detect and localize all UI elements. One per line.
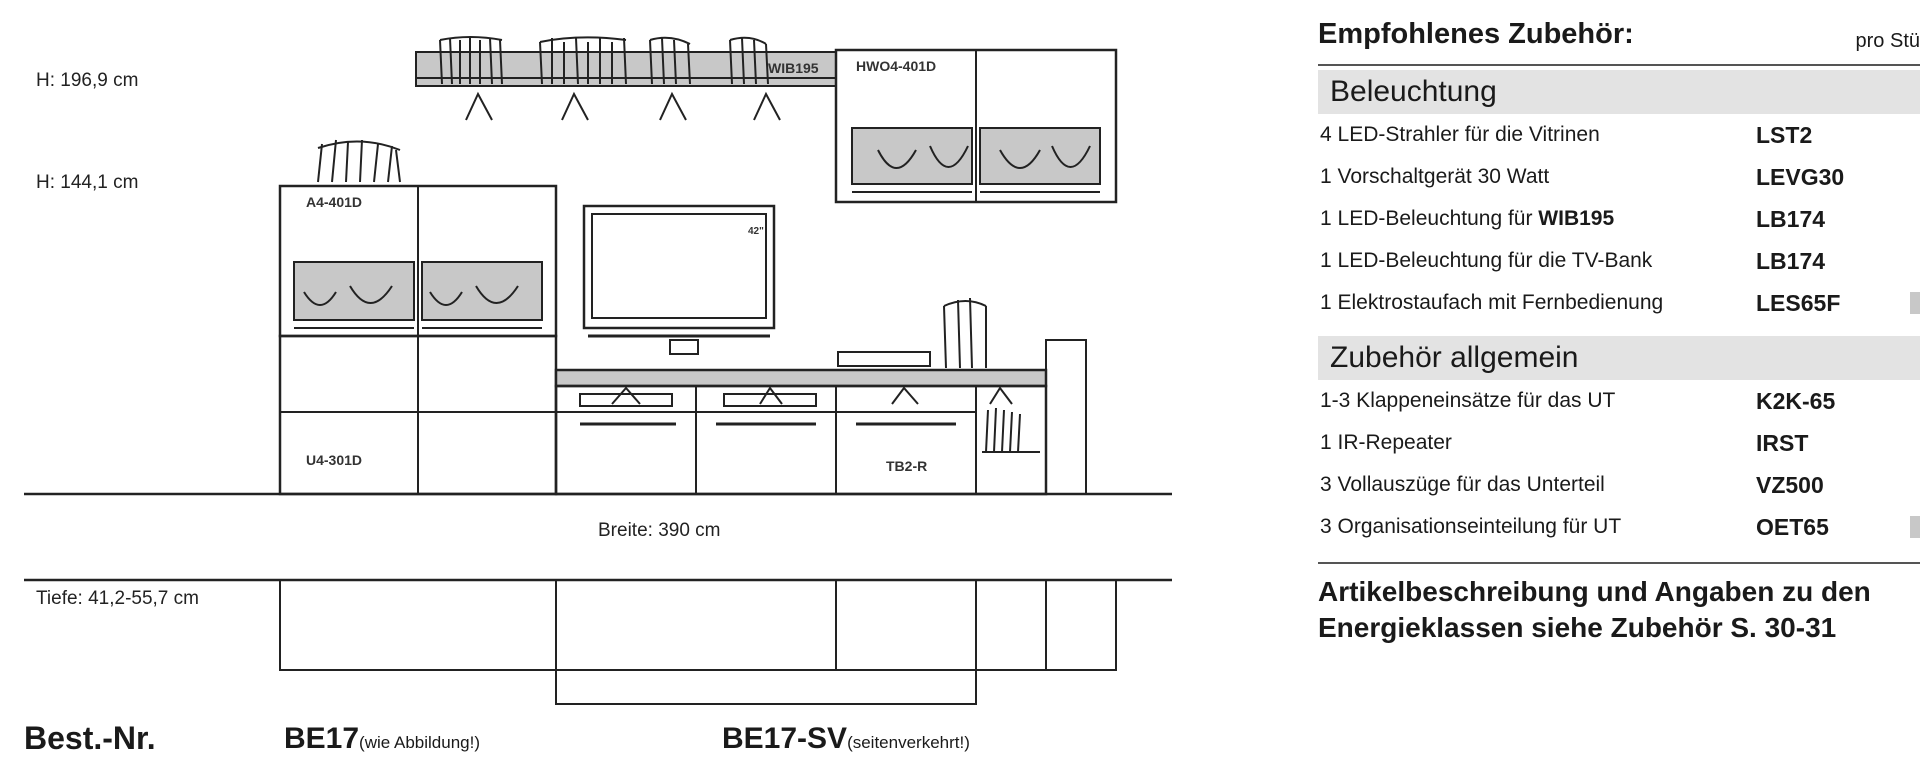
label-lower-unit: U4-301D <box>306 452 363 468</box>
divider <box>1318 548 1920 564</box>
accessory-desc-bold: WIB195 <box>1538 207 1615 230</box>
accessory-desc: 1 Elektrostaufach mit Fernbedienung <box>1320 291 1664 314</box>
order-entry: BE17(wie Abbildung!) <box>284 722 480 756</box>
width-label: Breite: 390 cm <box>598 520 721 541</box>
accessory-code: K2K-65 <box>1756 388 1836 414</box>
side-books <box>985 407 1021 453</box>
accessories-footer: Artikelbeschreibung und Angaben zu den E… <box>1318 574 1920 646</box>
order-number-row: Best.-Nr. BE17(wie Abbildung!) BE17-SV(s… <box>24 720 1324 762</box>
accessory-row: 4 LED-Strahler für die Vitrinen LST2 <box>1318 114 1920 156</box>
order-code: BE17-SV <box>722 722 848 755</box>
height-label-1: H: 196,9 cm <box>36 70 139 91</box>
accessory-desc: 3 Vollauszüge für das Unterteil <box>1320 473 1605 496</box>
shelf-books <box>439 36 769 85</box>
accessory-code: LB174 <box>1756 206 1826 232</box>
accessory-code: IRST <box>1756 430 1809 456</box>
label-tv-bench: TB2-R <box>886 458 928 474</box>
accessory-desc: 1 Vorschaltgerät 30 Watt <box>1320 165 1550 188</box>
section-general: Zubehör allgemein <box>1318 336 1920 380</box>
order-note: (seitenverkehrt!) <box>847 733 970 752</box>
order-entry: BE17-SV(seitenverkehrt!) <box>722 722 970 756</box>
accessory-desc: 1 LED-Beleuchtung für WIB195 <box>1320 207 1614 231</box>
receiver-box <box>837 351 931 367</box>
accessory-code: LEVG30 <box>1756 164 1845 190</box>
accessory-code: VZ500 <box>1756 472 1824 498</box>
accessory-row: 1 LED-Beleuchtung für die TV-Bank LB174 <box>1318 240 1920 282</box>
accessory-desc: 1 IR-Repeater <box>1320 431 1452 454</box>
accessory-desc: 1-3 Klappeneinsätze für das UT <box>1320 389 1616 412</box>
footer-line-2: Energieklassen siehe Zubehör S. 30-31 <box>1318 612 1837 643</box>
bowls-hanging <box>877 145 969 169</box>
accessories-panel: Empfohlenes Zubehör: pro Stü Beleuchtung… <box>1318 18 1920 646</box>
accessory-row: 1 LED-Beleuchtung für WIB195 LB174 <box>1318 198 1920 240</box>
accessory-desc: 3 Organisationseinteilung für UT <box>1320 515 1622 538</box>
shelf-lights <box>465 91 781 121</box>
depth-label: Tiefe: 41,2-55,7 cm <box>36 588 199 609</box>
furniture-drawing <box>24 36 1172 705</box>
tv <box>582 204 776 330</box>
plan-tv-bench <box>555 579 977 705</box>
section-lighting: Beleuchtung <box>1318 70 1920 114</box>
accessory-row: 1-3 Klappeneinsätze für das UT K2K-65 <box>1318 380 1920 422</box>
accessory-desc-text: 1 LED-Beleuchtung für <box>1320 207 1539 230</box>
accessory-code: LST2 <box>1756 122 1813 148</box>
order-number-title: Best.-Nr. <box>24 720 156 756</box>
accessories-header: Empfohlenes Zubehör: pro Stü <box>1318 18 1920 66</box>
accessory-desc: 1 LED-Beleuchtung für die TV-Bank <box>1320 249 1653 272</box>
accessory-code: LES65F <box>1756 290 1841 316</box>
label-vitrine: A4-401D <box>306 194 363 210</box>
height-label-2: H: 144,1 cm <box>36 172 139 193</box>
tv-bench <box>554 384 1048 496</box>
bowls-vitrine <box>303 285 393 306</box>
per-piece-label: pro Stü <box>1855 30 1920 52</box>
accessory-row: 3 Vollauszüge für das Unterteil VZ500 <box>1318 464 1920 506</box>
tv-bench-top <box>554 368 1048 388</box>
accessory-code: OET65 <box>1756 514 1829 540</box>
accessory-code: LB174 <box>1756 248 1826 274</box>
accessory-row: 1 Elektrostaufach mit Fernbedienung LES6… <box>1318 282 1920 324</box>
footer-line-1: Artikelbeschreibung und Angaben zu den <box>1318 576 1871 607</box>
accessory-row: 3 Organisationseinteilung für UT OET65 <box>1318 506 1920 548</box>
accessory-desc: 4 LED-Strahler für die Vitrinen <box>1320 123 1600 146</box>
accessory-row: 1 Vorschaltgerät 30 Watt LEVG30 <box>1318 156 1920 198</box>
plan-vitrine <box>279 579 557 671</box>
order-note: (wie Abbildung!) <box>359 733 481 752</box>
order-code: BE17 <box>284 722 360 755</box>
price-box <box>1910 516 1920 538</box>
side-panel <box>1045 339 1087 495</box>
vitrine-books <box>317 139 401 183</box>
price-box <box>1910 292 1920 314</box>
accessories-heading: Empfohlenes Zubehör: <box>1318 18 1634 50</box>
accessory-row: 1 IR-Repeater IRST <box>1318 422 1920 464</box>
label-tv-size: 42" <box>748 226 764 237</box>
vase <box>943 297 987 369</box>
label-wall-shelf: WIB195 <box>768 60 819 76</box>
label-hanging-vitrine: HWO4-401D <box>856 58 937 74</box>
